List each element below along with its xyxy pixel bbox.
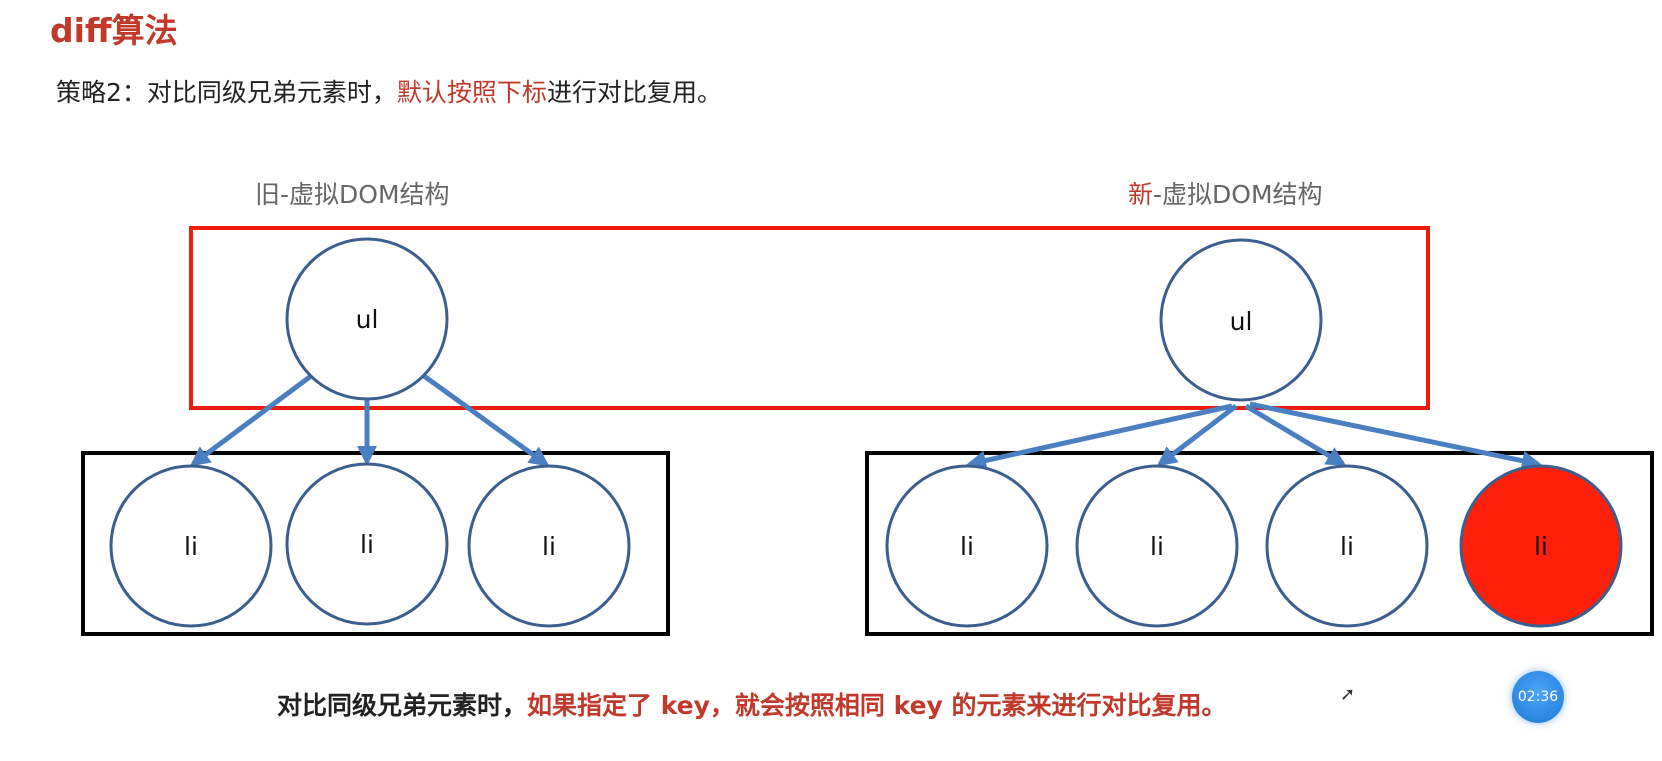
bottom-note: 对比同级兄弟元素时，如果指定了 key，就会按照相同 key 的元素来进行对比复… <box>277 686 1227 722</box>
strategy-text: 策略2：对比同级兄弟元素时，默认按照下标进行对比复用。 <box>56 73 722 109</box>
strategy-prefix: 策略2：对比同级兄弟元素时， <box>56 78 397 107</box>
new-tree-label-highlight: 新 <box>1128 180 1154 209</box>
new-added-child-node: li <box>1459 464 1623 628</box>
new-edge-3 <box>1244 403 1347 467</box>
new-edge-1 <box>966 403 1233 471</box>
new-child-node: li <box>1265 464 1429 628</box>
new-root-label: ul <box>1230 307 1253 336</box>
new-children-box <box>865 451 1654 636</box>
old-child-label: li <box>184 532 198 561</box>
new-tree-label-rest: -虚拟DOM结构 <box>1153 180 1323 209</box>
mouse-cursor-icon: ➚ <box>1340 684 1356 705</box>
new-root-node: ul <box>1159 238 1323 402</box>
old-edge-1 <box>189 373 313 467</box>
new-child-node: li <box>885 464 1049 628</box>
new-tree-label: 新-虚拟DOM结构 <box>1128 175 1323 211</box>
new-edge-4 <box>1249 401 1542 471</box>
new-child-node: li <box>1075 464 1239 628</box>
new-edge-2 <box>1156 404 1238 467</box>
old-tree-label: 旧-虚拟DOM结构 <box>255 180 450 209</box>
bottom-note-highlight: 如果指定了 key，就会按照相同 key 的元素来进行对比复用。 <box>527 691 1227 720</box>
strategy-suffix: 进行对比复用。 <box>546 78 722 107</box>
new-added-child-label: li <box>1534 532 1548 561</box>
old-child-node: li <box>467 464 631 628</box>
old-child-label: li <box>360 530 374 559</box>
timer-badge[interactable]: 02:36 <box>1512 671 1564 723</box>
new-child-label: li <box>1150 532 1164 561</box>
root-level-highlight-box <box>189 226 1430 410</box>
old-child-node: li <box>285 462 449 626</box>
old-root-node: ul <box>285 237 449 401</box>
new-child-label: li <box>960 532 974 561</box>
old-root-label: ul <box>356 305 379 334</box>
old-child-node: li <box>109 464 273 628</box>
bottom-note-prefix: 对比同级兄弟元素时， <box>277 691 528 720</box>
strategy-highlight: 默认按照下标 <box>396 78 547 107</box>
page-title: diff算法 <box>50 11 178 50</box>
old-child-label: li <box>542 532 556 561</box>
new-child-label: li <box>1340 532 1354 561</box>
old-edge-3 <box>422 373 550 467</box>
